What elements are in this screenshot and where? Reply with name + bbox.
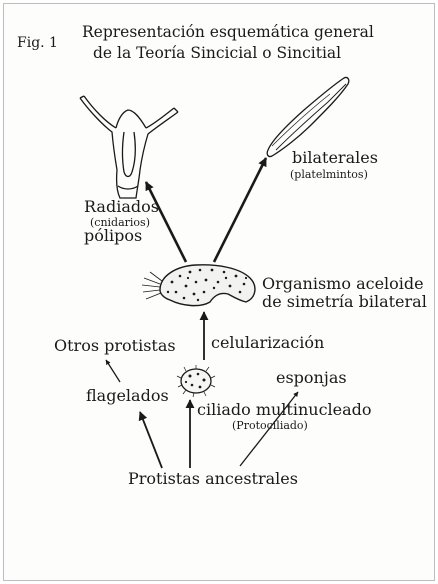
- ciliado-subtitle: (Protociliado): [232, 419, 308, 432]
- organismo-label-line2: de simetría bilateral: [262, 292, 427, 311]
- arrow-protistas-to-esponjas: [239, 391, 299, 467]
- arrow-flagelados-to-otros-protistas: [105, 359, 121, 383]
- protistas-ancestrales-label: Protistas ancestrales: [128, 469, 298, 488]
- arrow-organism-to-radiados: [144, 181, 188, 263]
- flatworm-drawing-icon: [266, 76, 350, 158]
- otros-protistas-label: Otros protistas: [54, 336, 176, 355]
- organismo-label-line1: Organismo aceloide: [262, 274, 424, 293]
- esponjas-label: esponjas: [276, 368, 347, 387]
- radiados-label: Radiados: [84, 197, 159, 216]
- bilaterales-label: bilaterales: [292, 148, 378, 167]
- ciliado-label: ciliado multinucleado: [197, 400, 372, 419]
- ciliate-drawing-icon: [176, 365, 216, 398]
- figure-label: Fig. 1: [17, 35, 58, 51]
- bilaterales-subtitle: (platelmintos): [290, 168, 368, 181]
- acoeloid-organism-drawing-icon: [141, 264, 256, 307]
- arrow-protistas-to-flagelados: [138, 411, 163, 469]
- radiados-subtitle: (cnidarios): [90, 216, 150, 229]
- flagelados-label: flagelados: [86, 386, 169, 405]
- figure-title-line1: Representación esquemática general: [82, 23, 374, 41]
- arrow-organism-to-bilaterales: [212, 157, 268, 263]
- polipos-label: pólipos: [84, 226, 143, 245]
- celularizacion-label: celularización: [211, 333, 325, 352]
- figure-title-line2: de la Teoría Sincicial o Sincitial: [93, 44, 342, 62]
- polyp-drawing-icon: [79, 95, 179, 199]
